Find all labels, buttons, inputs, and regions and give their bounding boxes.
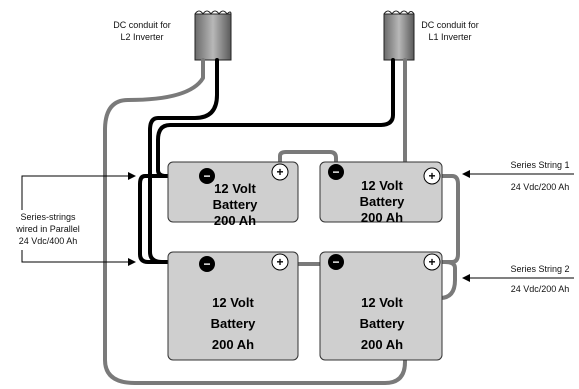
terminal-top-right-positive: + (423, 167, 441, 185)
parallel-note-line3: 24 Vdc/400 Ah (19, 236, 78, 246)
arrow-head (128, 258, 136, 266)
battery-type: Battery (213, 197, 259, 212)
battery-voltage: 12 Volt (212, 295, 254, 310)
arrow-head (462, 274, 470, 282)
series-string-2-callout: Series String 2 24 Vdc/200 Ah (462, 264, 574, 294)
negative-symbol: − (332, 255, 339, 269)
battery-capacity: 200 Ah (212, 337, 254, 352)
battery-capacity: 200 Ah (361, 210, 403, 225)
arrow-head (462, 170, 470, 178)
l2-conduit-label-line1: DC conduit for (113, 20, 171, 30)
series-string-1-name: Series String 1 (510, 160, 569, 170)
negative-symbol: − (203, 169, 210, 183)
l2-conduit-label-line2: L2 Inverter (120, 32, 163, 42)
l2-positive-cable (103, 58, 457, 385)
terminal-bottom-right-positive: + (423, 253, 441, 271)
series-string-2-rating: 24 Vdc/200 Ah (511, 284, 570, 294)
battery-voltage: 12 Volt (361, 295, 403, 310)
arrow-line (21, 175, 128, 210)
l1-conduit-label-line2: L1 Inverter (428, 32, 471, 42)
terminal-bottom-right-negative: − (328, 254, 344, 270)
l2-negative-cable (148, 58, 219, 264)
battery-type: Battery (211, 316, 257, 331)
terminal-top-left-negative: − (199, 168, 215, 184)
parallel-negative-jumper (138, 174, 209, 264)
battery-capacity: 200 Ah (361, 337, 403, 352)
terminal-bottom-left-positive: + (271, 253, 289, 271)
battery-type: Battery (360, 194, 406, 209)
l2-conduit (194, 10, 232, 61)
series-jumper-top (278, 150, 338, 174)
terminal-bottom-left-negative: − (199, 256, 215, 272)
parallel-note: Series-strings wired in Parallel 24 Vdc/… (15, 172, 136, 266)
negative-symbol: − (203, 257, 210, 271)
terminal-top-left-positive: + (271, 163, 289, 181)
battery-voltage: 12 Volt (214, 181, 256, 196)
battery-capacity: 200 Ah (214, 213, 256, 228)
l1-conduit (383, 10, 415, 61)
l1-positive-cable (403, 58, 434, 178)
battery-top-right: 12 Volt Battery 200 Ah (319, 161, 443, 225)
series-string-1-callout: Series String 1 24 Vdc/200 Ah (462, 160, 574, 192)
battery-voltage: 12 Volt (361, 178, 403, 193)
positive-symbol: + (276, 255, 283, 269)
battery-bottom-left: 12 Volt Battery 200 Ah (167, 251, 299, 361)
l1-conduit-label-line1: DC conduit for (421, 20, 479, 30)
positive-symbol: + (276, 165, 283, 179)
parallel-positive-jumper (430, 174, 460, 264)
parallel-note-line1: Series-strings (20, 212, 76, 222)
positive-symbol: + (428, 169, 435, 183)
parallel-note-line2: wired in Parallel (15, 224, 80, 234)
arrow-head (128, 172, 136, 180)
arrow-line (21, 250, 128, 263)
battery-bottom-right: 12 Volt Battery 200 Ah (319, 251, 443, 361)
battery-type: Battery (360, 316, 406, 331)
series-string-1-rating: 24 Vdc/200 Ah (511, 182, 570, 192)
series-string-2-name: Series String 2 (510, 264, 569, 274)
positive-symbol: + (428, 255, 435, 269)
terminal-top-right-negative: − (328, 164, 344, 180)
negative-symbol: − (332, 165, 339, 179)
